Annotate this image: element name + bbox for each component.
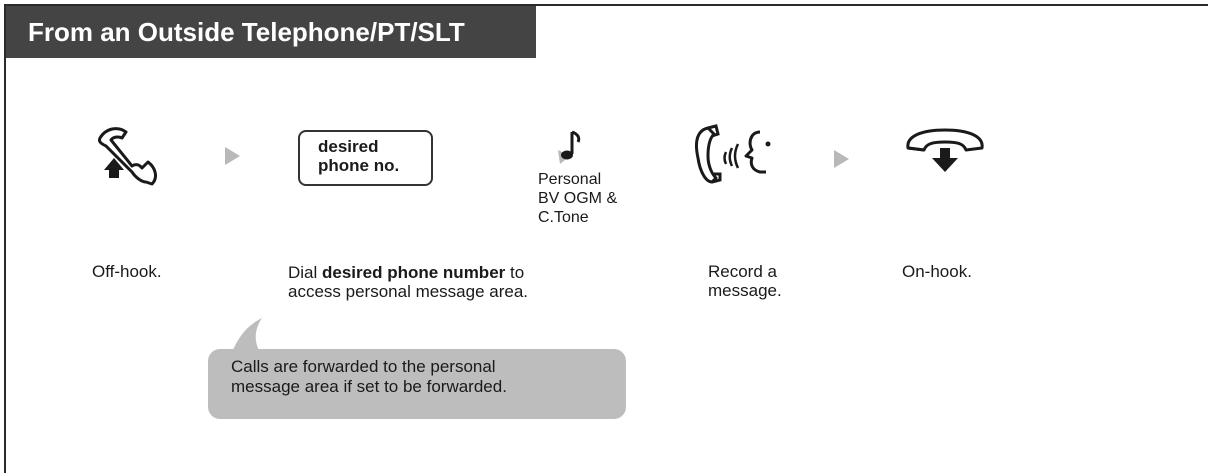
caption-dial: Dial desired phone number to access pers…	[288, 263, 543, 301]
on-hook-handset-icon	[906, 128, 984, 172]
caption-dial-suffix: to access personal message area.	[288, 263, 529, 301]
speaking-into-handset-icon	[694, 124, 771, 184]
music-note-icon	[558, 130, 581, 164]
tone-label: Personal BV OGM & C.Tone	[538, 170, 617, 227]
forwarding-note-callout: Calls are forwarded to the personal mess…	[208, 349, 626, 419]
callout-line-1: Calls are forwarded to the personal	[231, 357, 496, 376]
page-frame	[4, 4, 1208, 473]
step-arrow-1	[225, 147, 240, 165]
tone-label-line-1: Personal	[538, 171, 602, 188]
caption-dial-prefix: Dial	[288, 263, 323, 282]
tone-label-line-2: BV OGM &	[538, 190, 618, 207]
off-hook-handset-icon	[98, 127, 157, 186]
section-title: From an Outside Telephone/PT/SLT	[6, 6, 536, 58]
desired-phone-no-key: desired phone no.	[298, 130, 433, 186]
callout-line-2: message area if set to be forwarded.	[231, 377, 507, 396]
caption-off-hook: Off-hook.	[92, 262, 162, 281]
key-line-2: phone no.	[318, 156, 400, 175]
key-line-1: desired	[318, 137, 379, 156]
caption-on-hook: On-hook.	[902, 262, 972, 281]
step-arrow-2	[834, 150, 849, 168]
caption-record: Record a message.	[708, 262, 782, 300]
caption-dial-bold: desired phone number	[322, 263, 506, 282]
tone-label-line-3: C.Tone	[538, 209, 589, 226]
callout-tail	[232, 318, 262, 352]
